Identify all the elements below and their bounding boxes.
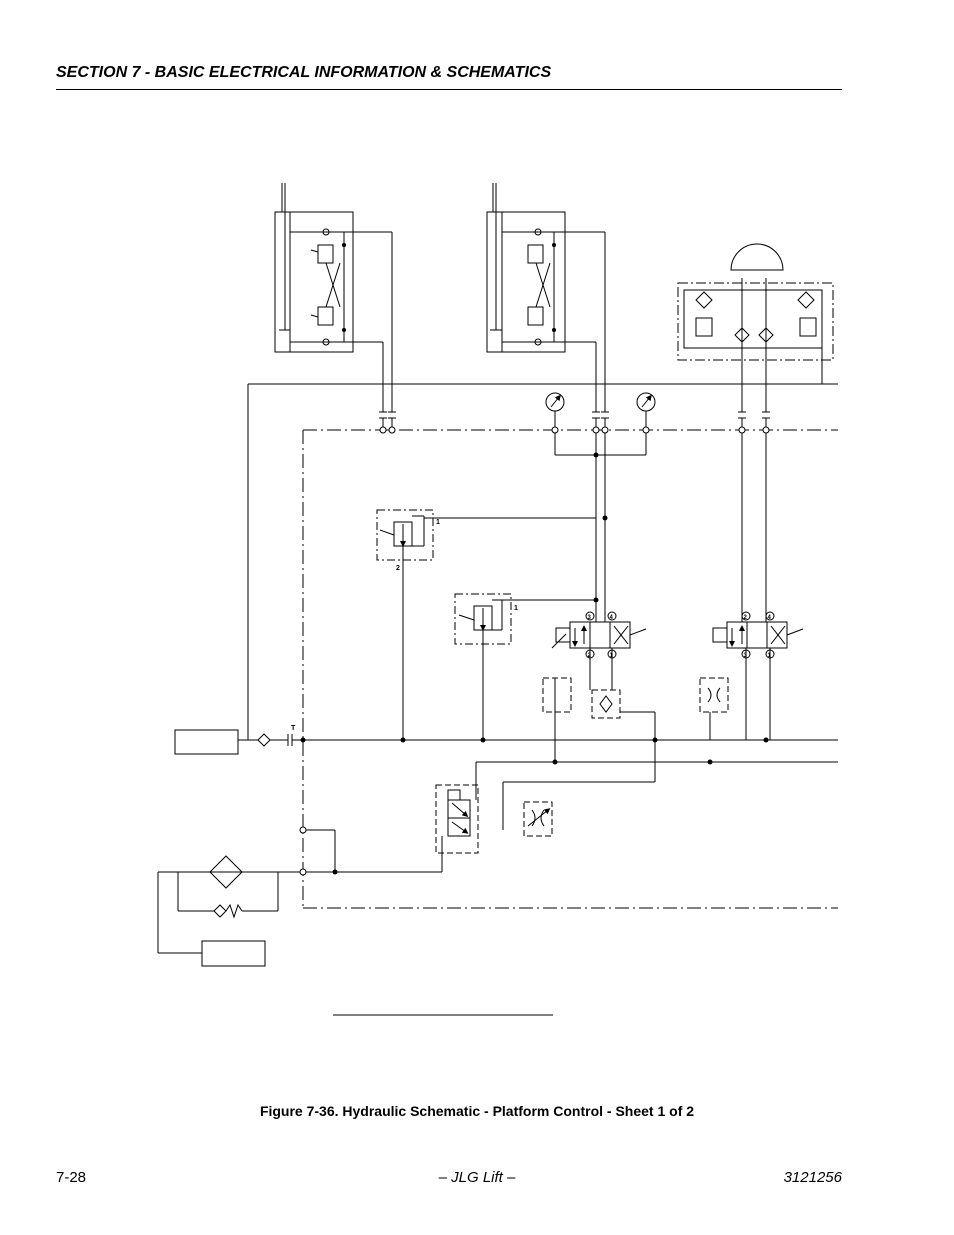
manifold-boundary [302,429,838,909]
document-number: 3121256 [783,1169,842,1186]
junction-dots [300,243,769,875]
cylinder-left [274,183,393,412]
couplers [379,411,770,430]
valve1-port-1-label: 1 [610,653,614,659]
relief1-port-2-label: 2 [396,565,400,572]
valve2-port-2-label: 2 [744,615,748,621]
valve1-port-2-label: 2 [588,653,592,659]
relief2-port-1-label: 1 [514,605,518,612]
figure-caption: Figure 7-36. Hydraulic Schematic - Platf… [259,1103,695,1119]
valve1-port-4-label: 4 [610,615,614,621]
boundary-ports [299,426,770,876]
relief-valve-2 [454,593,596,740]
section-title: SECTION 7 - BASIC ELECTRICAL INFORMATION… [56,64,552,81]
directional-valve-1 [551,611,647,659]
directional-valve-2 [712,611,804,659]
pressure-gauges [545,392,656,456]
tank-port-label: T [291,725,296,732]
filter-assembly [157,829,442,967]
publisher-footer: – JLG Lift – [438,1169,516,1186]
cylinder-middle [486,183,606,412]
header-rule [56,89,842,90]
valve2-port-1-label: 1 [768,653,772,659]
page-number: 7-28 [56,1169,87,1186]
flow-control-valve [523,801,553,837]
return-lines [174,729,838,830]
rotary-motor [677,243,834,412]
relief1-port-1-label: 1 [436,519,440,526]
valve1-port-3-label: 3 [588,615,592,621]
valve2-port-4-label: 4 [768,615,772,621]
relief-valve-1 [376,509,596,740]
solenoid-valve [435,784,479,872]
valve2-port-3-label: 3 [744,653,748,659]
